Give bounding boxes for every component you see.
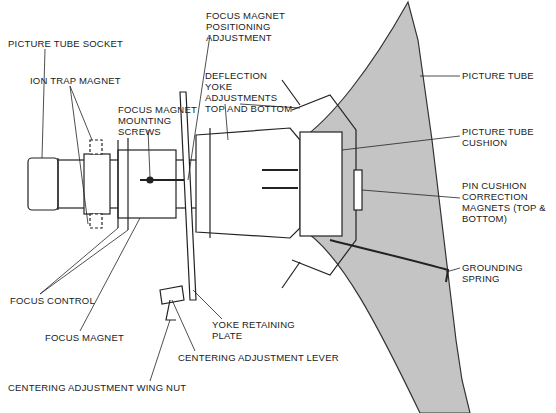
- part-label: CENTERING ADJUSTMENT WING NUT: [8, 382, 208, 393]
- leader-lines: [40, 35, 460, 381]
- deflection-yoke: [196, 128, 300, 238]
- part-label: FOCUS CONTROL: [10, 295, 120, 306]
- picture-tube: [300, 2, 470, 413]
- part-label: ION TRAP MAGNET: [30, 75, 140, 86]
- part-label: PICTURE TUBE: [462, 70, 552, 81]
- part-label: FOCUS MAGNET MOUNTING SCREWS: [118, 104, 208, 137]
- tube-socket: [28, 158, 58, 210]
- part-label: FOCUS MAGNET: [45, 332, 145, 343]
- part-label: CENTERING ADJUSTMENT LEVER: [178, 352, 358, 363]
- part-label: PICTURE TUBE CUSHION: [462, 126, 547, 148]
- yoke-retaining-plate: [180, 92, 196, 300]
- grounding-spring: [330, 240, 448, 282]
- ion-trap-magnet: [84, 154, 110, 214]
- pin-cushion-magnet: [354, 170, 362, 210]
- part-label: FOCUS MAGNET POSITIONING ADJUSTMENT: [206, 10, 336, 43]
- tube-cushion: [300, 132, 342, 236]
- part-label: PICTURE TUBE SOCKET: [8, 38, 138, 49]
- part-label: GROUNDING SPRING: [462, 262, 552, 284]
- part-label: DEFLECTION YOKE ADJUSTMENTS TOP AND BOTT…: [205, 70, 295, 114]
- focus-magnet: [118, 150, 176, 218]
- part-label: PIN CUSHION CORRECTION MAGNETS (TOP & BO…: [462, 180, 547, 224]
- part-label: YOKE RETAINING PLATE: [212, 319, 302, 341]
